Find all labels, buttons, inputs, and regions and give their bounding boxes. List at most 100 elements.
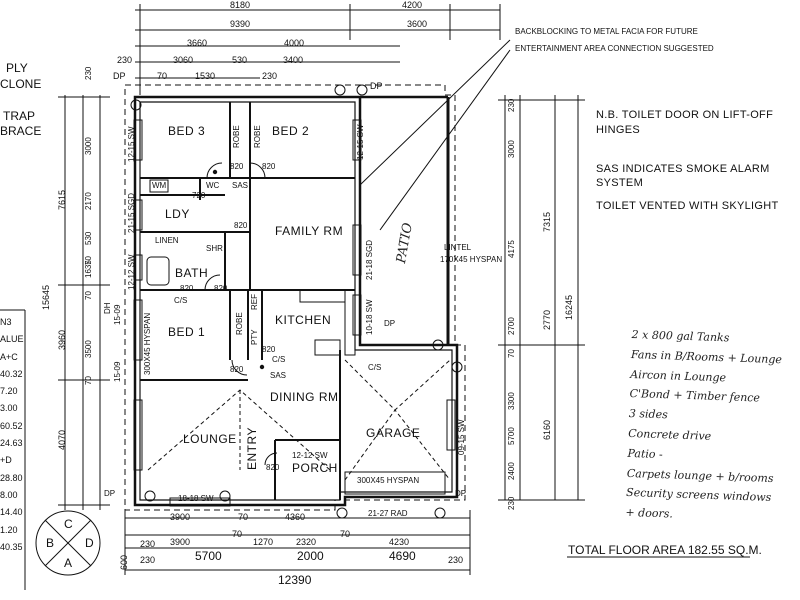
dim-2700: 2700: [507, 317, 516, 335]
room-robe: ROBE: [232, 125, 241, 148]
dim-4200: 4200: [402, 0, 423, 10]
table-cell: 8.00: [0, 489, 18, 500]
dim-70: 70: [232, 529, 243, 539]
table-cell: N3: [0, 317, 12, 327]
dim-70: 70: [238, 512, 249, 522]
window-code: 18-18 SW: [178, 494, 214, 503]
door-width: 820: [262, 162, 276, 171]
cs-label: C/S: [174, 296, 188, 305]
table-cell: 1.20: [0, 524, 18, 535]
dim-230: 230: [507, 98, 516, 112]
window-code: 12-12 SW: [127, 254, 136, 290]
door-width: 820: [262, 345, 276, 354]
dim-3060: 3060: [173, 55, 194, 65]
room-laundry: LDY: [165, 207, 190, 221]
door-width: 820: [180, 284, 194, 293]
dim-230: 230: [507, 496, 516, 510]
beam-label: 300X45 HYSPAN: [143, 312, 152, 375]
window-code: 09-15 SW: [457, 419, 466, 455]
dim-4360: 4360: [285, 512, 306, 522]
dim-70: 70: [84, 291, 93, 300]
door-width: 820: [266, 463, 280, 472]
dim-1270: 1270: [253, 537, 274, 547]
table-cell: 60.52: [0, 420, 23, 431]
dp-label: DP: [455, 489, 467, 498]
room-dining: DINING RM: [270, 390, 339, 404]
dim-4175: 4175: [507, 240, 516, 258]
room-bed1: BED 1: [168, 325, 206, 339]
room-wc: WC: [206, 181, 220, 190]
total-floor-area: TOTAL FLOOR AREA 182.55 SQ.M.: [568, 543, 762, 557]
dim-3900: 3900: [170, 512, 191, 522]
compass-b: B: [46, 536, 55, 550]
dim-530: 530: [232, 55, 248, 65]
room-entry: ENTRY: [245, 427, 259, 470]
window-code: 12-15 SW: [356, 124, 365, 160]
handwritten-notes: 2 x 800 gal Tanks Fans in B/Rooms + Loun…: [625, 325, 783, 528]
dim-3600: 3600: [407, 19, 428, 29]
dim-3900: 3900: [170, 537, 191, 547]
dim-530: 530: [84, 231, 93, 245]
dim-5700: 5700: [195, 549, 222, 563]
dim-4000: 4000: [284, 38, 305, 48]
note-backblocking: BACKBLOCKING TO METAL FACIA FOR FUTURE: [515, 27, 698, 36]
window-code: 10-18 SW: [365, 299, 374, 335]
room-robe: ROBE: [235, 312, 244, 335]
compass-c: C: [64, 517, 73, 531]
cs-label: C/S: [368, 363, 382, 372]
trap-label: TRAP: [3, 109, 36, 123]
lintel-size: 170X45 HYSPAN: [440, 255, 503, 264]
dim-2770: 2770: [542, 309, 552, 330]
table-cell: ALUE: [0, 334, 24, 345]
dim-2000: 2000: [297, 549, 324, 563]
window-code: 12-15 SW: [127, 126, 136, 162]
window-code: 12-12 SW: [292, 451, 328, 460]
room-garage: GARAGE: [366, 426, 421, 440]
dp-label: DP: [384, 319, 396, 328]
door-width: 720: [192, 191, 206, 200]
table-cell: 28.80: [0, 472, 23, 483]
dp-label: DP: [113, 71, 126, 81]
brace-label: BRACE: [0, 124, 42, 138]
room-lounge: LOUNGE: [183, 432, 237, 446]
dim-12390: 12390: [278, 573, 312, 587]
dim-7315: 7315: [542, 211, 552, 232]
compass-a: A: [64, 556, 73, 570]
dim-4070: 4070: [57, 429, 67, 450]
window-code: 21-18 SGD: [365, 239, 374, 280]
dim-7615: 7615: [57, 189, 67, 210]
dim-70: 70: [84, 256, 93, 265]
dim-1530: 1530: [195, 71, 216, 81]
cs-label: C/S: [272, 355, 286, 364]
window-code: 15-09: [113, 361, 122, 382]
compass-d: D: [85, 536, 94, 550]
dim-3400: 3400: [283, 55, 304, 65]
dim-3960: 3960: [57, 329, 67, 350]
table-cell: +D: [0, 455, 12, 466]
dim-70: 70: [157, 71, 168, 81]
table-cell: 40.32: [0, 368, 23, 379]
dim-600: 600: [119, 554, 129, 570]
smoke-alarm-label: SAS: [270, 371, 287, 380]
note-smoke-alarm-2: SYSTEM: [596, 177, 644, 189]
room-kitchen: KITCHEN: [275, 313, 332, 327]
dim-70: 70: [507, 349, 516, 358]
room-bath: BATH: [175, 266, 209, 280]
eaves-outline: [124, 84, 466, 511]
table-cell: 14.40: [0, 507, 23, 518]
ply-label: PLY: [6, 61, 28, 75]
room-pantry: PTY: [250, 329, 259, 345]
room-bed2: BED 2: [272, 124, 310, 138]
dim-230: 230: [448, 555, 464, 565]
table-cell: 40.35: [0, 541, 23, 552]
room-linen: LINEN: [155, 236, 179, 245]
dim-3000: 3000: [84, 137, 93, 155]
door-width: 820: [214, 284, 228, 293]
dim-3300: 3300: [507, 392, 516, 410]
dim-70: 70: [340, 529, 351, 539]
dim-9390: 9390: [230, 19, 251, 29]
dp-label: DP: [370, 81, 383, 91]
dh-label: DH: [103, 302, 112, 314]
dim-6160: 6160: [542, 419, 552, 440]
